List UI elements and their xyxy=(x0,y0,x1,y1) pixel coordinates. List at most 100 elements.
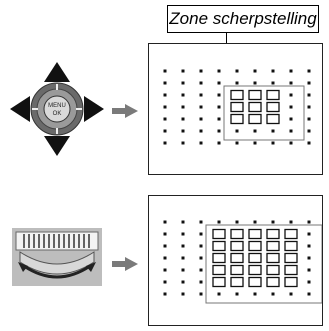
active-focus-point xyxy=(248,264,262,276)
focus-point xyxy=(289,292,293,296)
focus-point xyxy=(217,69,221,73)
focus-point xyxy=(253,81,257,85)
focus-area-panel-small-zone xyxy=(148,43,323,175)
focus-point xyxy=(271,129,275,133)
active-focus-point xyxy=(212,240,226,252)
focus-point xyxy=(307,105,311,109)
focus-point xyxy=(217,292,221,296)
focus-point xyxy=(181,129,185,133)
focus-point xyxy=(181,244,185,248)
focus-point xyxy=(199,244,203,248)
focus-point xyxy=(307,117,311,121)
focus-point xyxy=(307,268,311,272)
active-focus-point xyxy=(284,252,298,264)
focus-point xyxy=(217,117,221,121)
active-focus-point xyxy=(230,113,244,125)
active-focus-point xyxy=(212,228,226,240)
focus-point xyxy=(199,220,203,224)
focus-point xyxy=(235,129,239,133)
focus-point xyxy=(163,81,167,85)
right-arrow-icon xyxy=(112,104,138,118)
focus-point xyxy=(307,232,311,236)
active-focus-point xyxy=(248,89,262,101)
focus-point xyxy=(181,232,185,236)
active-focus-point xyxy=(248,252,262,264)
focus-point xyxy=(307,93,311,97)
active-focus-point xyxy=(230,240,244,252)
focus-point xyxy=(163,69,167,73)
focus-point xyxy=(217,105,221,109)
active-focus-point xyxy=(230,89,244,101)
focus-point xyxy=(217,81,221,85)
focus-lever-dpad-icon: MENU OK xyxy=(8,60,106,158)
rear-command-dial-icon xyxy=(12,228,102,286)
focus-point xyxy=(199,256,203,260)
active-focus-point xyxy=(266,101,280,113)
focus-point xyxy=(163,280,167,284)
focus-point xyxy=(307,244,311,248)
focus-point xyxy=(307,141,311,145)
svg-text:OK: OK xyxy=(53,111,62,117)
focus-point xyxy=(289,141,293,145)
focus-point xyxy=(235,81,239,85)
focus-point xyxy=(289,220,293,224)
active-focus-point xyxy=(248,228,262,240)
focus-point xyxy=(235,141,239,145)
active-focus-point xyxy=(212,276,226,288)
focus-point xyxy=(199,268,203,272)
focus-point xyxy=(307,129,311,133)
active-focus-point xyxy=(230,228,244,240)
focus-point xyxy=(163,292,167,296)
focus-point xyxy=(253,141,257,145)
focus-area-panel-large-zone xyxy=(148,195,323,326)
focus-point xyxy=(181,69,185,73)
focus-point xyxy=(217,93,221,97)
focus-point xyxy=(271,141,275,145)
focus-point xyxy=(199,129,203,133)
focus-point xyxy=(181,141,185,145)
focus-point xyxy=(199,93,203,97)
focus-point xyxy=(163,220,167,224)
active-focus-point xyxy=(284,264,298,276)
focus-point xyxy=(199,69,203,73)
focus-point xyxy=(163,117,167,121)
focus-point xyxy=(181,256,185,260)
focus-point xyxy=(199,117,203,121)
focus-point xyxy=(307,256,311,260)
active-focus-point xyxy=(212,252,226,264)
active-focus-point xyxy=(230,252,244,264)
active-focus-point xyxy=(266,264,280,276)
focus-point xyxy=(181,280,185,284)
focus-point xyxy=(307,220,311,224)
focus-point xyxy=(199,81,203,85)
focus-point xyxy=(253,69,257,73)
focus-point xyxy=(307,81,311,85)
focus-point xyxy=(271,220,275,224)
active-focus-point xyxy=(266,113,280,125)
focus-point xyxy=(217,129,221,133)
active-focus-point xyxy=(248,276,262,288)
active-focus-point xyxy=(266,276,280,288)
focus-point xyxy=(289,69,293,73)
active-focus-point xyxy=(230,264,244,276)
focus-point xyxy=(253,129,257,133)
focus-point xyxy=(163,268,167,272)
focus-point xyxy=(289,129,293,133)
focus-point xyxy=(181,292,185,296)
focus-point xyxy=(235,69,239,73)
active-focus-point xyxy=(230,276,244,288)
focus-point xyxy=(181,220,185,224)
focus-point xyxy=(163,141,167,145)
focus-point xyxy=(289,81,293,85)
focus-point xyxy=(253,220,257,224)
svg-text:MENU: MENU xyxy=(48,103,66,109)
focus-point xyxy=(163,93,167,97)
focus-point xyxy=(253,292,257,296)
focus-point xyxy=(235,292,239,296)
focus-point xyxy=(217,141,221,145)
focus-point xyxy=(199,141,203,145)
zone-focus-callout-label: Zone scherpstelling xyxy=(167,5,319,33)
focus-point xyxy=(181,117,185,121)
focus-point xyxy=(163,244,167,248)
focus-point xyxy=(163,129,167,133)
